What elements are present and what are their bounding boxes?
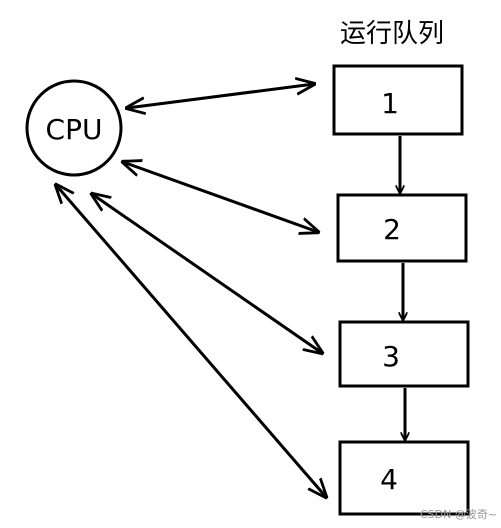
queue-box-1-label: 1: [381, 87, 399, 120]
queue-box-4: 4: [338, 440, 470, 516]
cpu-circle: [25, 79, 123, 177]
queue-box-1: 1: [332, 64, 464, 136]
arrow-cpu-queue-3: [92, 194, 322, 353]
arrow-cpu-queue-4: [56, 185, 326, 497]
queue-box-3-label: 3: [382, 340, 400, 373]
queue-box-2-label: 2: [383, 213, 401, 246]
watermark: CSDN @波奇~: [420, 508, 497, 521]
cpu-label: CPU: [46, 113, 103, 146]
queue-box-4-label: 4: [380, 463, 398, 496]
queue-box-2: 2: [336, 193, 468, 263]
run-queue-title: 运行队列: [340, 19, 444, 49]
arrow-cpu-queue-1: [127, 84, 314, 108]
arrow-cpu-queue-2: [123, 162, 318, 232]
queue-box-3: 3: [338, 320, 470, 388]
